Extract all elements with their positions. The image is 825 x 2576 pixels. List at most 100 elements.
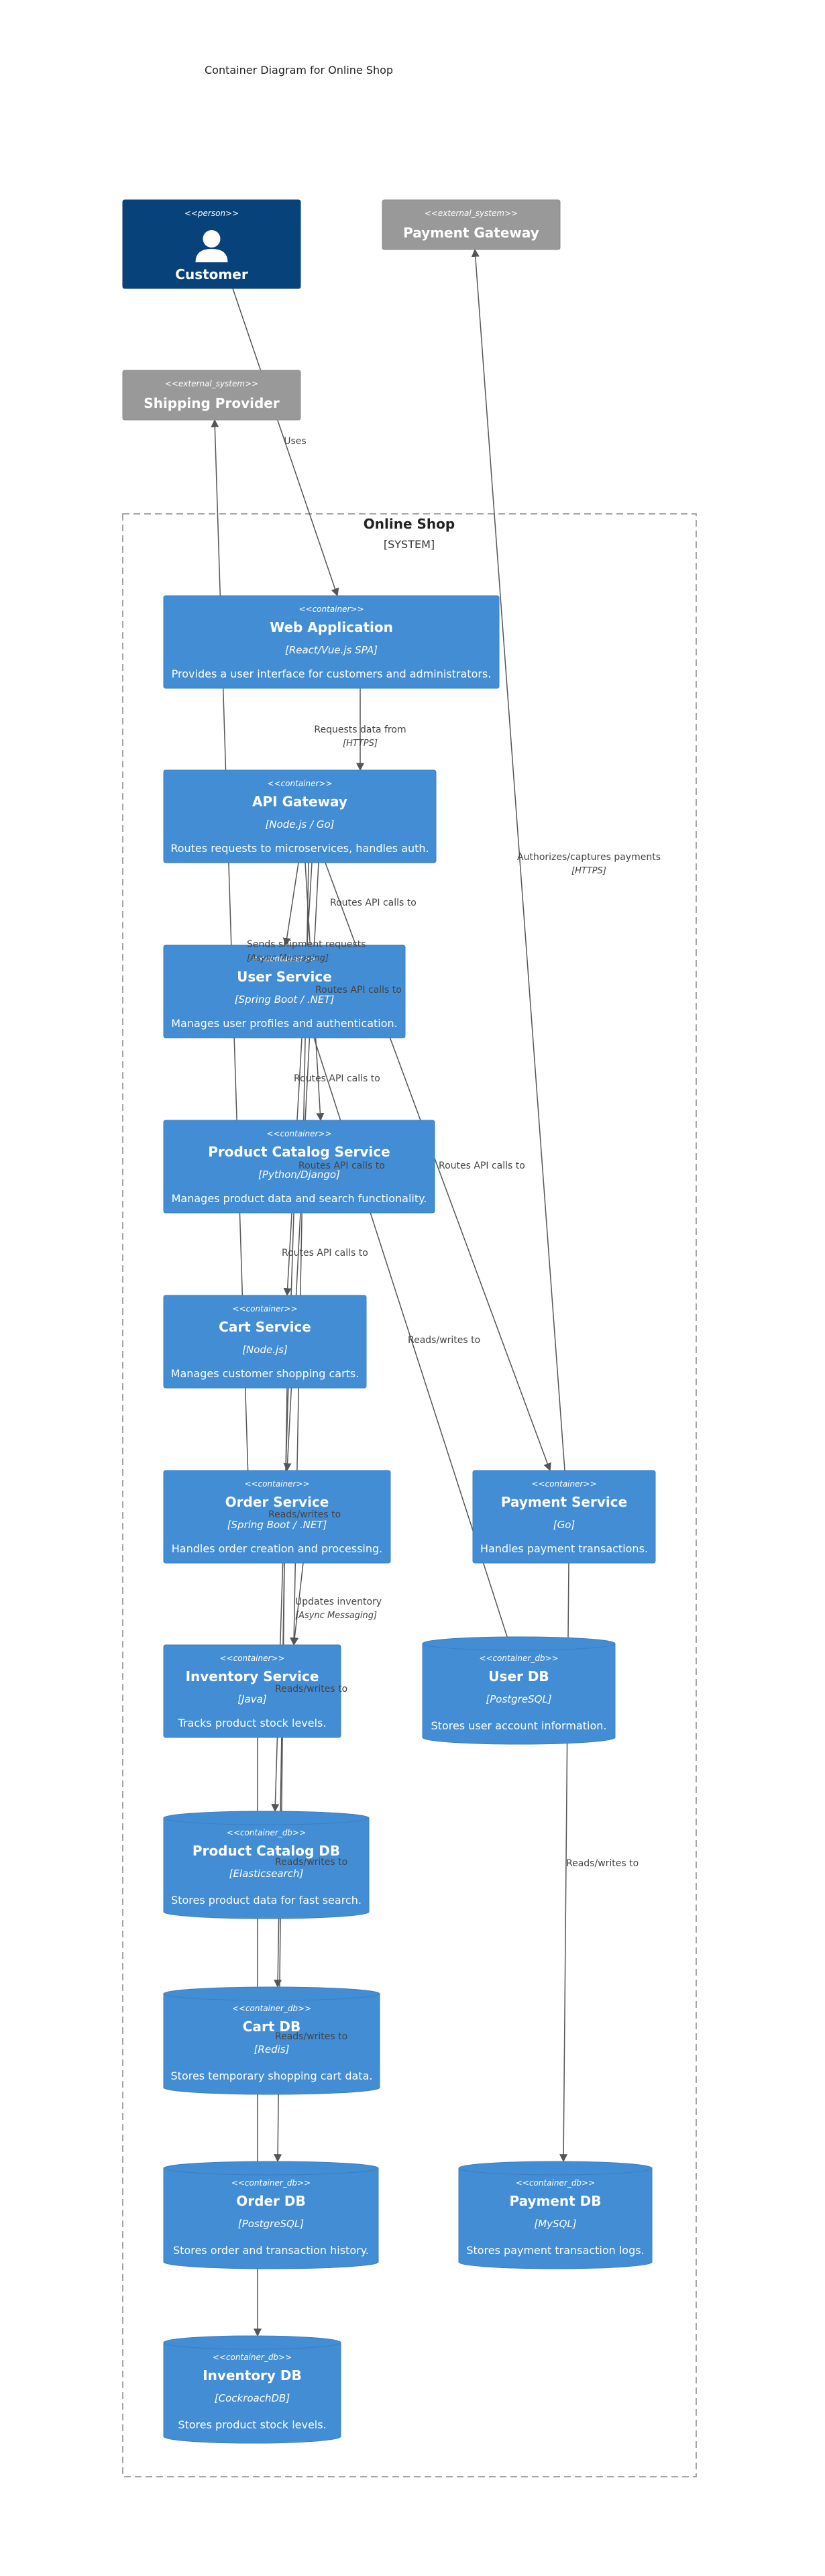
- stereotype-label: <<container>>: [244, 1479, 309, 1489]
- relationship-label: Requests data from: [314, 724, 406, 735]
- node-inventory-db[interactable]: <<container_db>>Inventory DB[CockroachDB…: [163, 2335, 341, 2444]
- description-label: Stores payment transaction logs.: [466, 2244, 644, 2257]
- description-label: Tracks product stock levels.: [178, 1717, 327, 1729]
- database-cylinder-rim: [458, 2167, 653, 2176]
- box-shape: [163, 595, 500, 689]
- box-shape: [163, 1120, 435, 1214]
- relationship-label-group: Authorizes/captures payments[HTTPS]: [517, 852, 661, 876]
- node-catalog-db[interactable]: <<container_db>>Product Catalog DB[Elast…: [163, 1811, 370, 1919]
- relationship-label: Uses: [284, 436, 306, 447]
- stereotype-label: <<container>>: [298, 604, 364, 614]
- node-user-service[interactable]: <<container>>User Service[Spring Boot / …: [163, 945, 406, 1038]
- relationship-label-group: Reads/writes to: [275, 1684, 347, 1695]
- element-name: Payment DB: [509, 2193, 601, 2209]
- node-web-app[interactable]: <<container>>Web Application[React/Vue.j…: [163, 595, 500, 689]
- relationship-technology: [Async Messaging]: [295, 1611, 377, 1621]
- element-name: Inventory DB: [203, 2367, 302, 2383]
- technology-label: [Node.js]: [242, 1344, 288, 1356]
- stereotype-label: <<external_system>>: [165, 379, 258, 388]
- technology-label: [Redis]: [254, 2043, 290, 2055]
- node-payment-service[interactable]: <<container>>Payment Service[Go]Handles …: [472, 1470, 656, 1564]
- box-shape: [382, 199, 561, 250]
- relationship-label: Reads/writes to: [268, 1509, 341, 1520]
- stereotype-label: <<container_db>>: [213, 2353, 292, 2362]
- relationship-label: Reads/writes to: [275, 2031, 347, 2042]
- technology-label: [MySQL]: [534, 2218, 576, 2230]
- database-cylinder: [163, 2335, 341, 2444]
- node-customer[interactable]: <<person>>Customer: [122, 199, 301, 289]
- relationship-label: Routes API calls to: [315, 985, 402, 996]
- person-icon: [195, 230, 228, 262]
- relationship-label-group: Routes API calls to: [294, 1073, 380, 1084]
- node-inventory-service[interactable]: <<container>>Inventory Service[Java]Trac…: [163, 1644, 341, 1738]
- node-payment-gateway[interactable]: <<external_system>>Payment Gateway: [382, 199, 561, 250]
- node-cart-service[interactable]: <<container>>Cart Service[Node.js]Manage…: [163, 1295, 367, 1389]
- node-shipping-provider[interactable]: <<external_system>>Shipping Provider: [122, 370, 301, 421]
- stereotype-label: <<container_db>>: [516, 2178, 595, 2188]
- system-boundary: Online Shop [SYSTEM]: [122, 513, 697, 2477]
- relationship-label-group: Reads/writes to: [268, 1509, 341, 1520]
- technology-label: [Python/Django]: [258, 1169, 340, 1181]
- description-label: Handles order creation and processing.: [172, 1542, 383, 1555]
- node-cart-db[interactable]: <<container_db>>Cart DB[Redis]Stores tem…: [163, 1986, 380, 2095]
- relationship-label-group: Routes API calls to: [439, 1161, 525, 1171]
- elements: <<person>>Customer<<external_system>>Pay…: [122, 199, 656, 2444]
- box-shape: [163, 1470, 391, 1564]
- node-api-gateway[interactable]: <<container>>API Gateway[Node.js / Go]Ro…: [163, 769, 437, 863]
- relationship-technology: [Async Messaging]: [247, 953, 329, 963]
- database-cylinder-rim: [163, 2167, 379, 2176]
- box-shape: [163, 945, 406, 1038]
- stereotype-label: <<container>>: [252, 954, 317, 963]
- element-name: Order DB: [236, 2193, 305, 2209]
- relationship-label-group: Routes API calls to: [298, 1161, 385, 1171]
- database-cylinder: [458, 2161, 653, 2269]
- node-order-service[interactable]: <<container>>Order Service[Spring Boot /…: [163, 1470, 391, 1564]
- database-cylinder: [163, 1811, 370, 1919]
- element-name: Cart Service: [219, 1319, 311, 1335]
- relationship-label-group: Reads/writes to: [275, 1857, 347, 1868]
- relationship-label-group: Reads/writes to: [408, 1335, 480, 1346]
- boundary-type: [SYSTEM]: [384, 538, 435, 551]
- relationship-label: Reads/writes to: [408, 1335, 480, 1346]
- relationship-label-group: Reads/writes to: [275, 2031, 347, 2042]
- database-cylinder-rim: [422, 1643, 616, 1651]
- technology-label: [Elasticsearch]: [229, 1868, 304, 1880]
- relationship-label: Updates inventory: [295, 1597, 382, 1607]
- relationship-label: Reads/writes to: [275, 1684, 347, 1695]
- description-label: Handles payment transactions.: [480, 1542, 648, 1555]
- relationship-arrow: [283, 862, 313, 1297]
- relationship-arrow: [232, 288, 339, 597]
- description-label: Manages user profiles and authentication…: [171, 1017, 398, 1030]
- relationship-label-group: Uses: [284, 436, 306, 447]
- stereotype-label: <<container_db>>: [227, 1828, 306, 1837]
- node-payment-db[interactable]: <<container_db>> Payment DB [MySQL] Stores …: [458, 2161, 653, 2269]
- node-order-db[interactable]: <<container_db>>Order DB[PostgreSQL]Stor…: [163, 2161, 379, 2269]
- relationship-label: Reads/writes to: [275, 1857, 347, 1868]
- element-name: User Service: [237, 969, 332, 985]
- relationship-label-group: Routes API calls to: [282, 1248, 368, 1258]
- technology-label: [Node.js / Go]: [266, 818, 335, 830]
- technology-label: [Java]: [237, 1693, 267, 1705]
- boundary-name: Online Shop: [364, 516, 455, 532]
- relationship-label-group: Routes API calls to: [315, 985, 402, 996]
- relationship-label-group: Reads/writes to: [566, 1858, 639, 1869]
- description-label: Stores user account information.: [431, 1719, 607, 1732]
- technology-label: [PostgreSQL]: [486, 1693, 551, 1705]
- technology-label: [Go]: [553, 1519, 575, 1531]
- database-cylinder: [163, 1986, 380, 2095]
- box-shape: [472, 1470, 656, 1564]
- relationship-arrow: [471, 248, 565, 1471]
- description-label: Stores temporary shopping cart data.: [171, 2070, 373, 2082]
- relationship-label: Sends shipment requests: [247, 939, 366, 950]
- element-name: API Gateway: [252, 794, 347, 810]
- diagram-title: Container Diagram for Online Shop: [205, 64, 393, 76]
- box-shape: [163, 769, 437, 863]
- element-name: Customer: [175, 266, 248, 282]
- node-catalog-service[interactable]: <<container>>Product Catalog Service[Pyt…: [163, 1120, 435, 1214]
- node-user-db[interactable]: <<container_db>>User DB[PostgreSQL]Store…: [422, 1636, 616, 1745]
- element-name: Payment Gateway: [403, 225, 539, 241]
- stereotype-label: <<container_db>>: [232, 2004, 311, 2013]
- stereotype-label: <<container>>: [232, 1304, 297, 1313]
- stereotype-label: <<container>>: [531, 1479, 596, 1489]
